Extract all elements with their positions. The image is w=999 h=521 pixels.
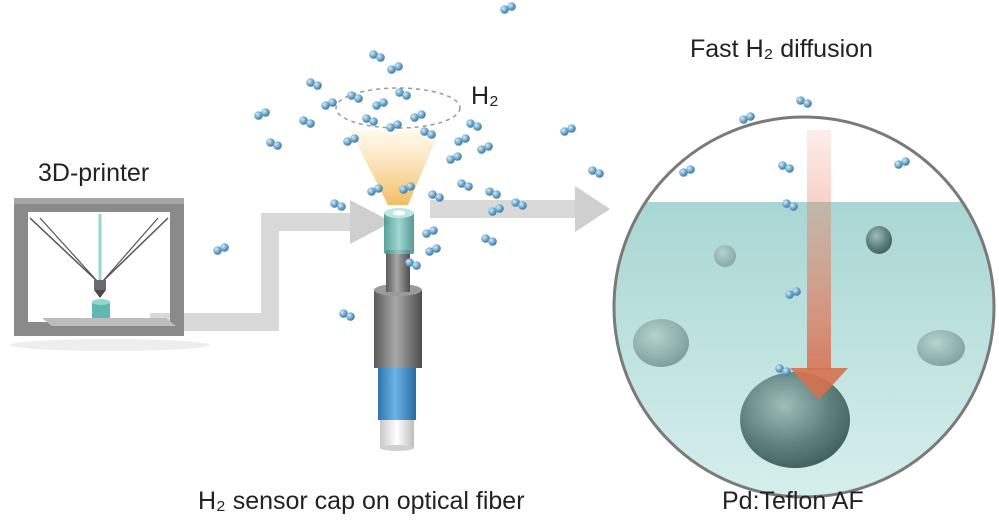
hydrogen-molecules	[213, 2, 910, 376]
hydrogen-molecule	[254, 108, 270, 120]
hydrogen-molecule	[560, 124, 576, 136]
hydrogen-molecule	[362, 114, 378, 126]
hydrogen-molecule	[425, 244, 441, 256]
hydrogen-molecule	[485, 187, 501, 199]
printer-label: 3D-printer	[38, 159, 150, 187]
hydrogen-molecule	[367, 184, 383, 196]
flow-arrow-printer-to-sensor	[150, 200, 392, 331]
magnified-view	[612, 115, 996, 499]
hydrogen-molecule	[588, 166, 604, 178]
pd-particle	[917, 330, 965, 366]
hydrogen-molecule	[511, 198, 527, 210]
hydrogen-molecule	[395, 88, 411, 100]
hydrogen-molecule	[299, 116, 315, 128]
pd-particle	[866, 226, 892, 254]
optical-fiber-illustration	[374, 208, 422, 451]
sensor-label: H₂ sensor cap on optical fiber	[198, 487, 525, 515]
pd-particle	[740, 372, 850, 468]
hydrogen-molecule	[405, 258, 421, 270]
hydrogen-molecule	[775, 364, 791, 376]
hydrogen-molecule	[372, 98, 388, 110]
hydrogen-molecule	[679, 165, 695, 177]
diffusion-arrow	[790, 130, 848, 400]
sensor-cap	[384, 212, 414, 254]
hydrogen-molecule	[330, 199, 346, 211]
hydrogen-molecule	[422, 226, 438, 238]
hydrogen-molecule	[386, 120, 402, 132]
hydrogen-molecule	[796, 96, 812, 108]
gas-sampling-ellipse	[335, 87, 461, 129]
flow-arrow-sensor-to-magnified	[430, 186, 610, 232]
hydrogen-molecule	[428, 190, 444, 202]
hydrogen-molecule	[339, 309, 355, 321]
hydrogen-molecule	[446, 152, 462, 164]
hydrogen-molecule	[420, 127, 436, 139]
hydrogen-molecule	[410, 110, 426, 122]
pd-particle	[714, 245, 736, 267]
hydrogen-molecule	[739, 112, 755, 124]
hydrogen-molecule	[778, 161, 794, 173]
hydrogen-molecule	[481, 234, 497, 246]
hydrogen-molecule	[369, 50, 385, 62]
hydrogen-molecule	[347, 91, 363, 103]
hydrogen-molecule	[213, 243, 229, 255]
hydrogen-molecule	[488, 204, 504, 216]
hydrogen-molecule	[399, 182, 415, 194]
diffusion-label: Fast H₂ diffusion	[690, 35, 873, 63]
hydrogen-molecule	[321, 98, 337, 110]
hydrogen-molecule	[266, 138, 282, 150]
hydrogen-molecule	[782, 199, 798, 211]
printer-illustration	[10, 198, 210, 351]
hydrogen-molecule	[785, 287, 801, 299]
hydrogen-molecule	[466, 119, 482, 131]
material-label: Pd:Teflon AF	[722, 487, 864, 515]
hydrogen-molecule	[457, 179, 473, 191]
hydrogen-molecule	[500, 2, 516, 14]
hydrogen-molecule	[477, 142, 493, 154]
hydrogen-molecule	[387, 62, 403, 74]
hydrogen-molecule	[454, 134, 470, 146]
hydrogen-molecule	[306, 78, 322, 90]
hydrogen-molecule	[894, 157, 910, 169]
pd-particle	[633, 319, 689, 367]
hydrogen-molecule	[343, 134, 359, 146]
light-cone	[350, 130, 440, 205]
gas-label: H₂	[471, 82, 499, 110]
